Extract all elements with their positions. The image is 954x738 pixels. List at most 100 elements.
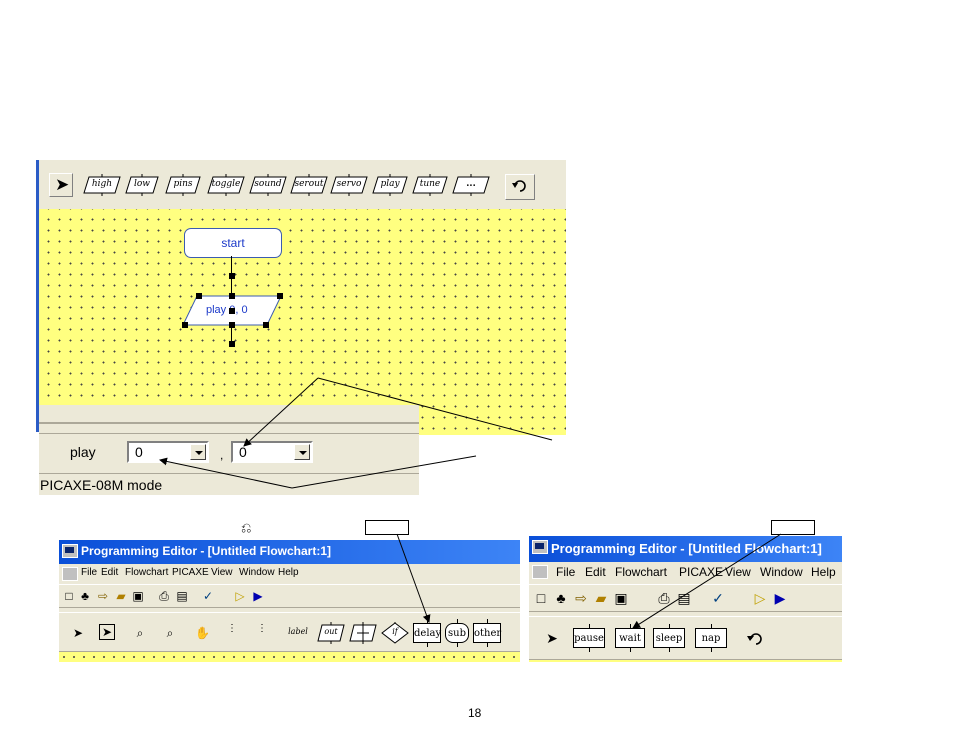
menu-edit[interactable]: Edit	[585, 565, 606, 579]
cmd-sub-button[interactable]: sub	[445, 619, 469, 647]
line-tool-icon[interactable]: ⋮	[227, 623, 237, 634]
cmd-label-button[interactable]: label	[285, 622, 311, 644]
menu-help[interactable]: Help	[811, 565, 836, 579]
undo-icon[interactable]	[747, 631, 765, 647]
cmd-pins-label: pins	[173, 179, 193, 189]
selection-handle[interactable]	[196, 293, 202, 299]
cmd-high-button[interactable]: high	[83, 174, 121, 196]
run-icon[interactable]: ▷	[754, 590, 766, 606]
cmd-sleep-button[interactable]: sleep	[653, 624, 685, 652]
open-folder-icon[interactable]: ▰	[595, 590, 607, 606]
new-file-icon[interactable]: □	[536, 590, 546, 606]
flowchart-canvas[interactable]	[39, 209, 566, 435]
flowchart-canvas[interactable]	[529, 660, 842, 662]
area-select-icon[interactable]: ➤	[99, 624, 115, 640]
step-icon[interactable]: ▶	[253, 589, 263, 603]
menu-view[interactable]: View	[725, 565, 751, 579]
standard-toolbar: □ ♣ ⇨ ▰ ▣ ⎙ ▤ ✓ ▷ ▶	[59, 584, 520, 608]
selection-handle[interactable]	[229, 308, 235, 314]
zoom-icon[interactable]: ⌕	[136, 626, 144, 640]
step-icon[interactable]: ▶	[774, 590, 786, 606]
open-folder-icon[interactable]: ▰	[116, 589, 126, 603]
document-icon	[532, 565, 548, 579]
cmd-delay-label: delay	[414, 628, 442, 639]
selection-handle[interactable]	[263, 322, 269, 328]
cmd-nap-button[interactable]: nap	[695, 624, 727, 652]
menu-view[interactable]: View	[211, 567, 233, 578]
connect-tool-icon[interactable]: ⋮	[257, 623, 267, 634]
selection-handle[interactable]	[277, 293, 283, 299]
cmd-pause-button[interactable]: pause	[573, 624, 605, 652]
cmd-more-button[interactable]: ...	[452, 174, 490, 196]
run-icon[interactable]: ▷	[235, 589, 245, 603]
menu-file[interactable]: File	[556, 565, 576, 579]
callout-line	[291, 455, 477, 489]
chevron-down-icon[interactable]	[294, 444, 310, 460]
save-icon[interactable]: ▣	[614, 590, 628, 606]
cmd-pins-button[interactable]: pins	[165, 174, 201, 196]
select-tool-button[interactable]: ➤	[49, 173, 73, 197]
selection-handle[interactable]	[229, 293, 235, 299]
cmd-low-button[interactable]: low	[125, 174, 159, 196]
callout-box	[771, 520, 815, 535]
pan-hand-icon[interactable]: ✋	[195, 626, 210, 640]
select-arrow-icon[interactable]: ➤	[546, 630, 558, 646]
callout-line	[317, 377, 553, 441]
print-preview-icon[interactable]: ▤	[677, 590, 691, 606]
menu-window[interactable]: Window	[239, 567, 275, 578]
cmd-delay-button[interactable]: delay	[413, 619, 442, 647]
cmd-serout-button[interactable]: serout	[290, 174, 328, 196]
menu-flowchart[interactable]: Flowchart	[615, 565, 668, 579]
cmd-play-button[interactable]: play	[372, 174, 408, 196]
connector-handle[interactable]	[229, 341, 235, 347]
cmd-out-button[interactable]: out	[317, 622, 345, 644]
cmd-other-button[interactable]: other	[473, 619, 501, 647]
menu-file[interactable]: File	[81, 567, 98, 578]
flowchart-icon[interactable]: ♣	[556, 590, 566, 606]
param2-value: 0	[239, 444, 247, 460]
cmd-servo-button[interactable]: servo	[330, 174, 368, 196]
menu-edit[interactable]: Edit	[101, 567, 119, 578]
cmd-wait-button[interactable]: wait	[615, 624, 645, 652]
select-arrow-icon[interactable]: ➤	[72, 626, 84, 640]
menu-picaxe[interactable]: PICAXE	[172, 567, 209, 578]
start-block[interactable]: start	[184, 228, 282, 258]
menu-window[interactable]: Window	[760, 565, 803, 579]
new-flowchart-icon[interactable]: ⇨	[575, 590, 587, 606]
selection-handle[interactable]	[229, 322, 235, 328]
title-bar: Programming Editor - [Untitled Flowchart…	[529, 536, 842, 562]
cmd-input-button[interactable]	[349, 622, 377, 644]
spell-check-icon[interactable]: ✓	[712, 590, 724, 606]
loop-icon: ⎌	[241, 520, 252, 535]
print-icon[interactable]: ⎙	[658, 590, 670, 606]
document-icon	[62, 567, 78, 581]
cmd-tune-button[interactable]: tune	[412, 174, 448, 196]
selection-handle[interactable]	[182, 322, 188, 328]
cmd-sound-button[interactable]: sound	[249, 174, 287, 196]
cmd-if-button[interactable]: if	[381, 622, 409, 644]
app-icon	[532, 540, 548, 554]
undo-icon	[512, 180, 526, 192]
spell-check-icon[interactable]: ✓	[202, 589, 214, 603]
zoom-out-icon[interactable]: ⌕	[166, 626, 174, 640]
page-number: 18	[468, 706, 482, 720]
cmd-sound-label: sound	[254, 179, 282, 189]
menu-help[interactable]: Help	[278, 567, 299, 578]
cmd-label-text: label	[288, 627, 308, 636]
save-icon[interactable]: ▣	[132, 589, 144, 603]
chevron-down-icon[interactable]	[190, 444, 206, 460]
cmd-toggle-button[interactable]: toggle	[207, 174, 245, 196]
new-flowchart-icon[interactable]: ⇨	[97, 589, 109, 603]
connector-handle[interactable]	[229, 273, 235, 279]
flowchart-icon[interactable]: ♣	[81, 589, 89, 603]
callout-arrow	[632, 533, 782, 629]
print-preview-icon[interactable]: ▤	[176, 589, 188, 603]
print-icon[interactable]: ⎙	[159, 589, 169, 603]
menu-picaxe[interactable]: PICAXE	[679, 565, 724, 579]
new-file-icon[interactable]: □	[65, 589, 73, 603]
callout-arrow	[396, 533, 431, 623]
cmd-out-label: out	[324, 627, 338, 636]
menu-flowchart[interactable]: Flowchart	[125, 567, 169, 578]
undo-button[interactable]	[505, 174, 535, 200]
flowchart-canvas[interactable]	[59, 652, 520, 662]
